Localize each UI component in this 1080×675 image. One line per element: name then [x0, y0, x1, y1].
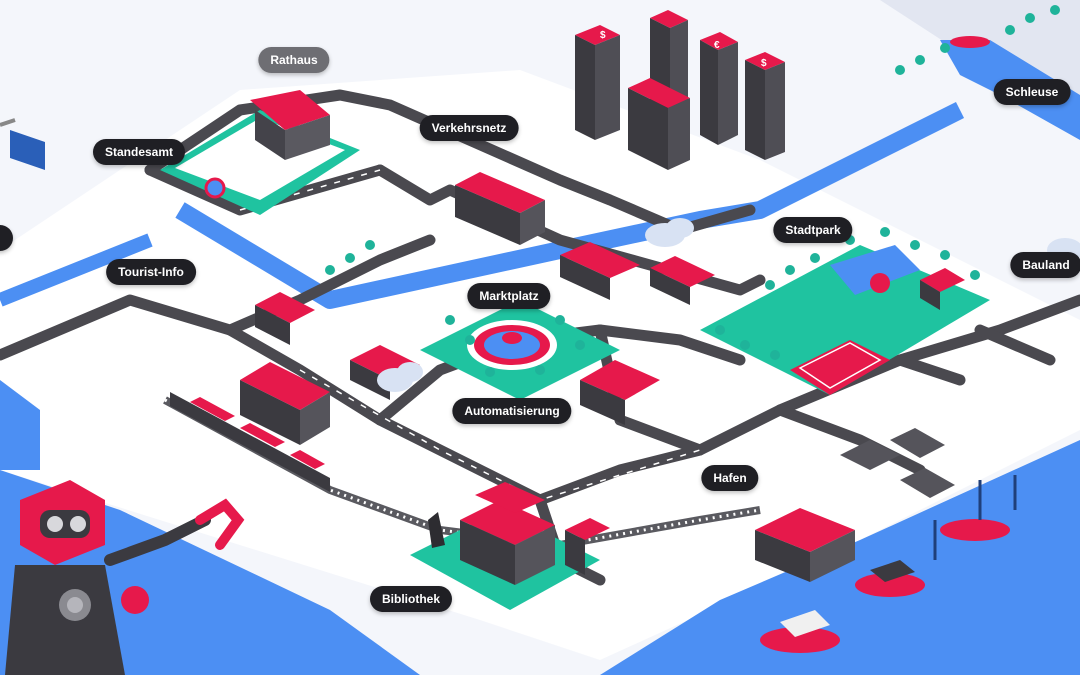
label-bibliothek[interactable]: Bibliothek: [369, 586, 453, 612]
bibliothek-block[interactable]: [410, 482, 610, 610]
train: [170, 392, 330, 492]
rathaus-block[interactable]: [160, 90, 360, 215]
label-offscreen-left[interactable]: [0, 225, 13, 251]
road-markings: [239, 169, 701, 501]
label-marktplatz[interactable]: Marktplatz: [467, 283, 551, 309]
label-stadtpark[interactable]: Stadtpark: [773, 217, 853, 243]
trees: [325, 5, 1060, 377]
harbor-cranes: [933, 475, 1017, 560]
dollar-sign-icon: $: [761, 58, 767, 69]
label-hafen[interactable]: Hafen: [701, 465, 759, 491]
hafen-block[interactable]: [755, 508, 855, 582]
label-bauland[interactable]: Bauland: [1010, 252, 1080, 278]
river-left: [0, 233, 153, 307]
label-standesamt[interactable]: Standesamt: [92, 139, 186, 165]
label-tourist-info[interactable]: Tourist-Info: [106, 259, 196, 285]
marktplatz-block[interactable]: [420, 300, 620, 400]
dollar-sign-icon: $: [600, 30, 606, 41]
robot-icon: [5, 480, 245, 675]
label-rathaus[interactable]: Rathaus: [258, 47, 330, 73]
lagoon-water: [0, 380, 40, 470]
label-verkehrsnetz[interactable]: Verkehrsnetz: [419, 115, 519, 141]
far-ground-strip: [760, 0, 1080, 130]
satellite-icon: [0, 118, 45, 170]
euro-sign-icon: €: [714, 40, 720, 51]
label-automatisierung[interactable]: Automatisierung: [452, 398, 572, 424]
ships: [760, 36, 1010, 653]
label-schleuse[interactable]: Schleuse: [993, 79, 1071, 105]
financial-district[interactable]: $ € $: [575, 10, 785, 170]
buildings: [240, 172, 965, 498]
